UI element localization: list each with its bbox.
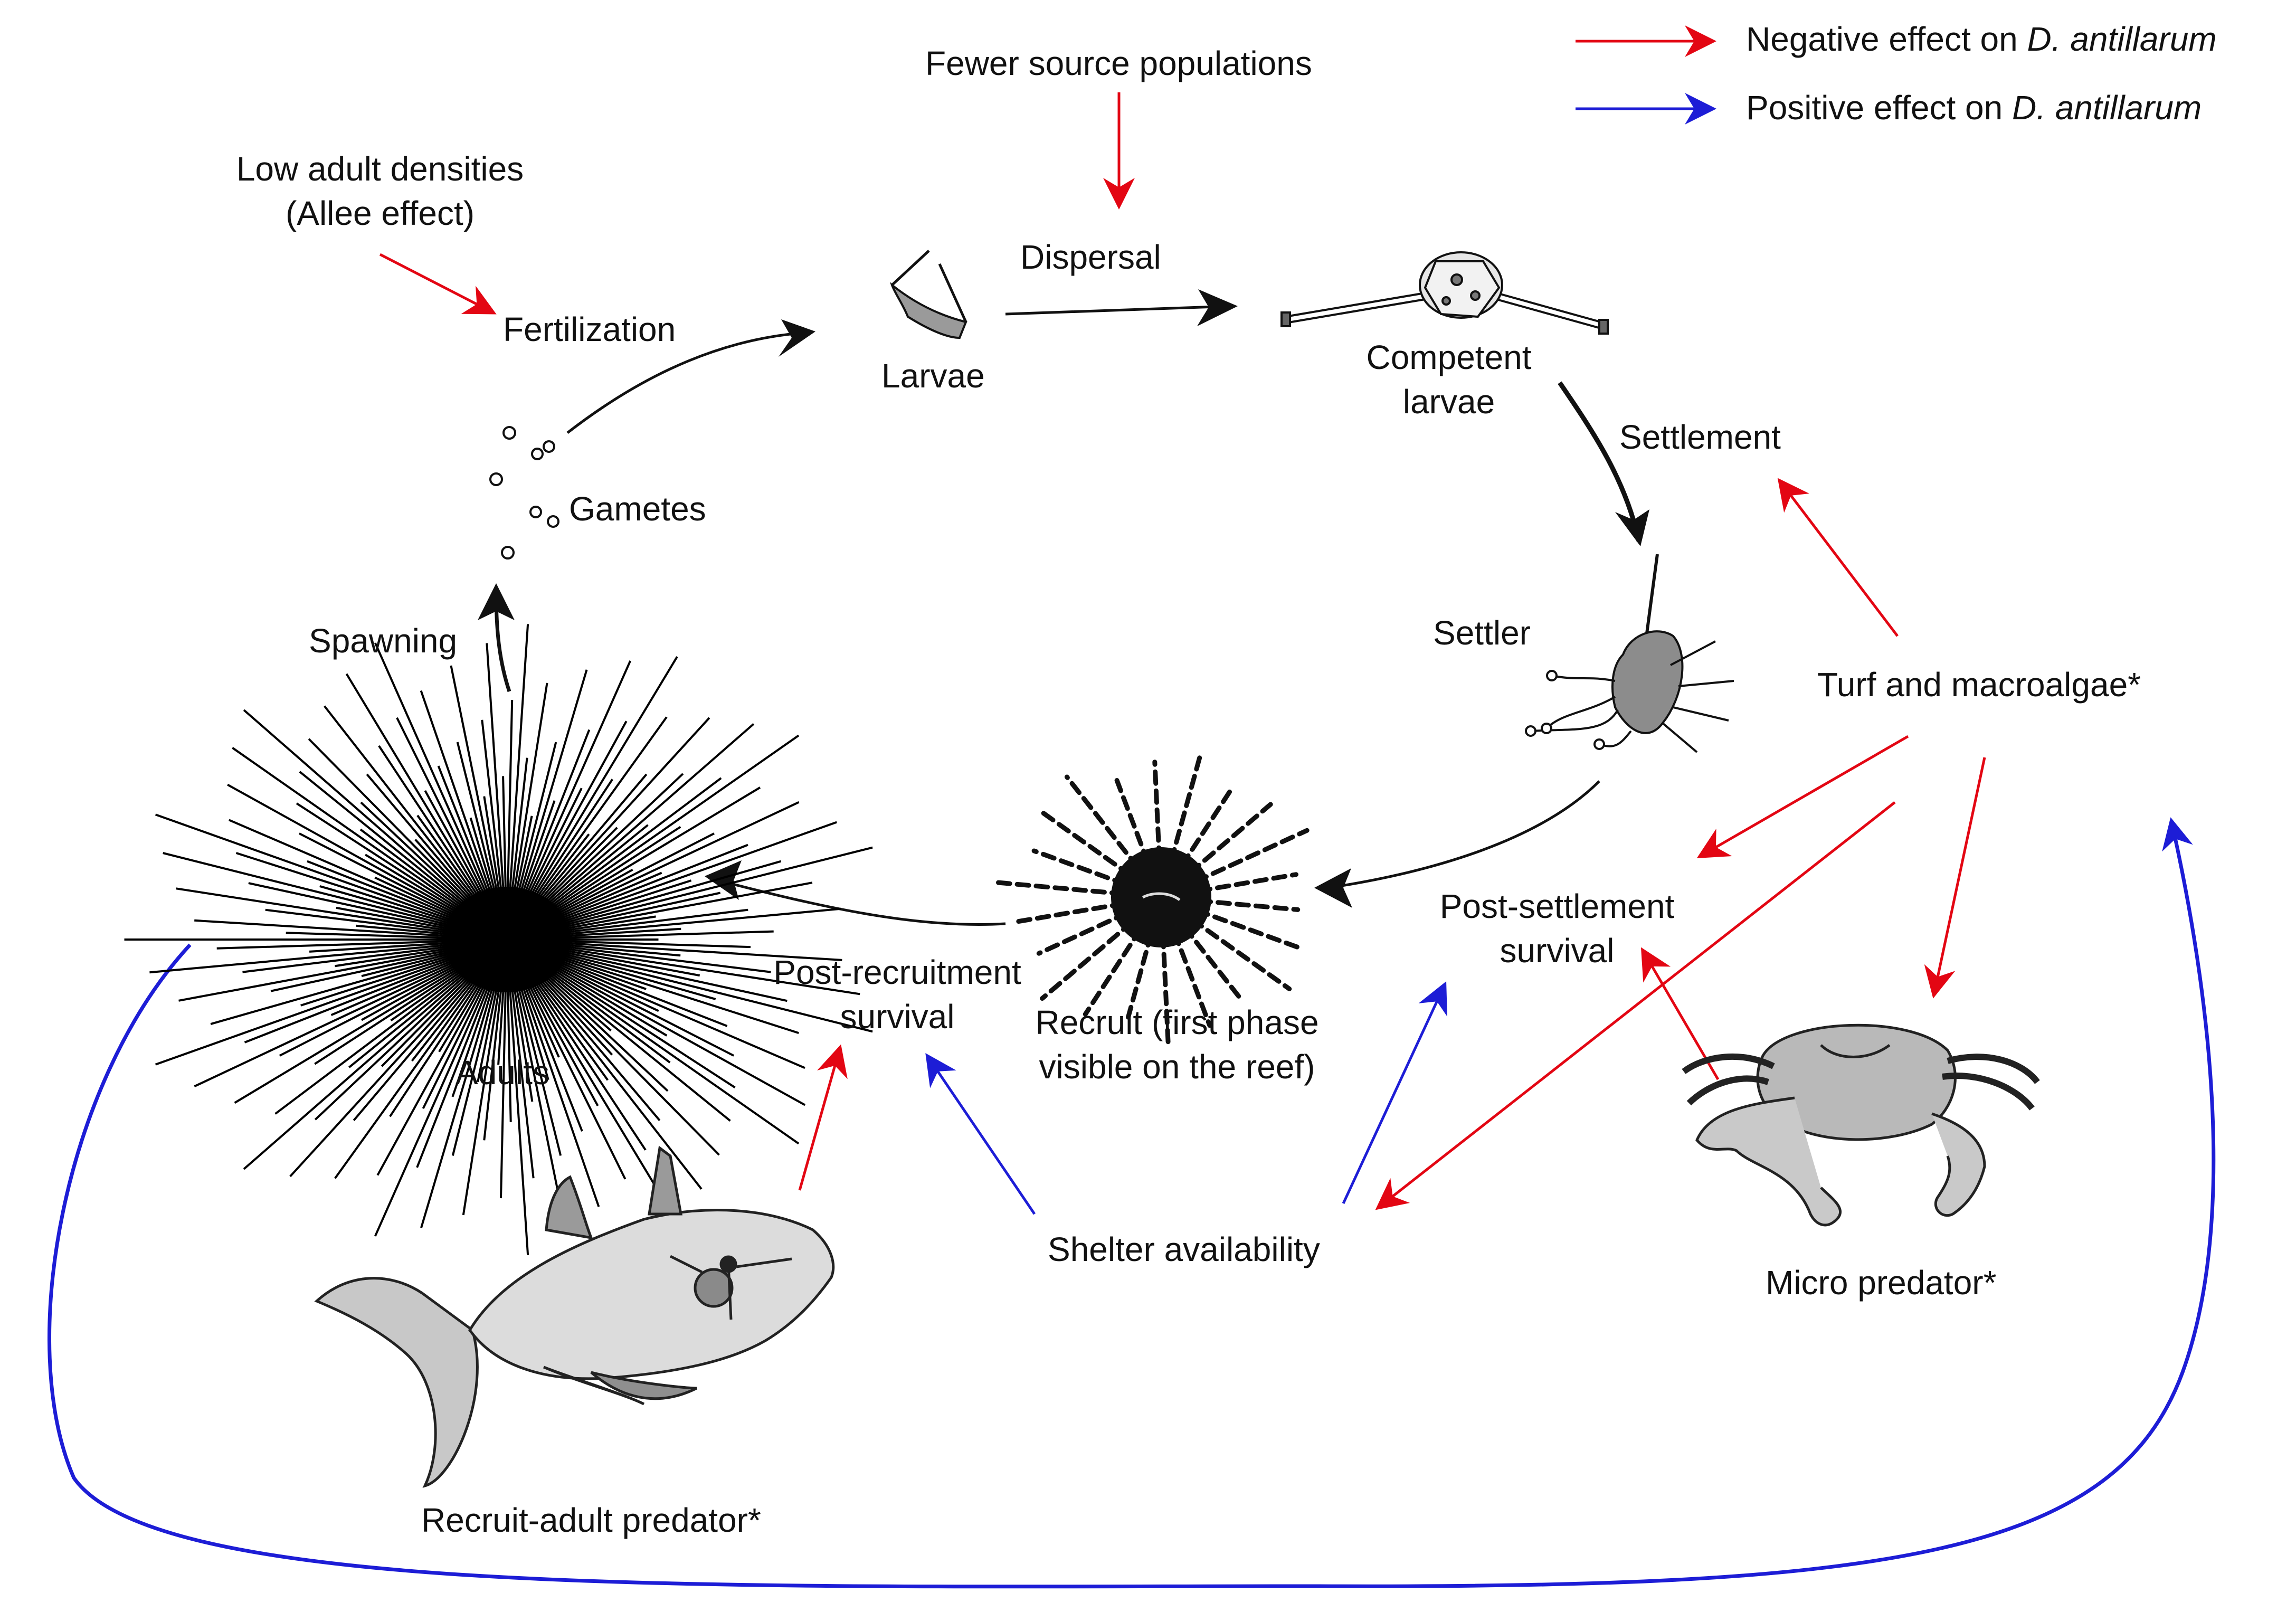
negative-effect-arrows bbox=[379, 92, 1986, 1210]
recruit-to-adult-arrow bbox=[711, 877, 1006, 926]
settler-label: Settler bbox=[1433, 614, 1531, 652]
shelter-to-postsettlement-arrow bbox=[1342, 981, 1448, 1205]
dispersal-arrow bbox=[1005, 304, 1234, 316]
legend-negative-label: Negative effect on bbox=[1746, 20, 2027, 58]
competent-larva-icon bbox=[1280, 251, 1609, 335]
fertilization-label: Fertilization bbox=[503, 310, 676, 348]
post-recruitment-line2: survival bbox=[840, 998, 955, 1036]
competent-larvae-label: Competent larvae bbox=[1343, 335, 1554, 424]
post-settlement-line1: Post-settlement bbox=[1439, 887, 1675, 925]
larva-icon bbox=[889, 250, 967, 339]
crab-icon bbox=[1682, 1023, 2040, 1227]
competent-larvae-line2: larvae bbox=[1402, 383, 1495, 421]
turf-to-shelter-arrow bbox=[1375, 801, 1896, 1210]
dispersal-label: Dispersal bbox=[1020, 238, 1161, 276]
gametes-label: Gametes bbox=[569, 490, 706, 528]
adults-label: Adults bbox=[456, 1054, 549, 1092]
low-adult-densities-line2: (Allee effect) bbox=[285, 194, 475, 232]
turf-macroalgae-label: Turf and macroalgae* bbox=[1817, 666, 2141, 704]
recruit-urchin-icon bbox=[996, 752, 1310, 1047]
settler-to-recruit-arrow bbox=[1334, 780, 1600, 888]
settlement-arrow bbox=[1558, 381, 1642, 542]
positive-effect-arrows bbox=[48, 817, 2216, 1589]
legend-negative-species: D. antillarum bbox=[2027, 20, 2217, 58]
legend-negative: Negative effect on D. antillarum bbox=[1746, 17, 2217, 61]
fewer-source-populations-label: Fewer source populations bbox=[925, 44, 1312, 82]
adult-urchin-icon bbox=[124, 624, 873, 1255]
life-cycle-arrows bbox=[494, 304, 1642, 926]
gamete-bubbles bbox=[489, 426, 559, 560]
settlement-label: Settlement bbox=[1619, 418, 1781, 456]
legend-positive: Positive effect on D. antillarum bbox=[1746, 86, 2202, 130]
recruit-label: Recruit (first phase visible on the reef… bbox=[992, 1000, 1362, 1089]
black-arrowheads bbox=[478, 289, 1649, 908]
post-recruitment-survival-label: Post-recruitment survival bbox=[734, 950, 1061, 1039]
post-settlement-line2: survival bbox=[1500, 932, 1615, 970]
post-recruitment-line1: Post-recruitment bbox=[773, 953, 1021, 991]
low-adult-densities-line1: Low adult densities bbox=[236, 150, 524, 188]
micro-predator-label: Micro predator* bbox=[1766, 1264, 1997, 1302]
shelter-availability-label: Shelter availability bbox=[1048, 1230, 1320, 1268]
allee-to-fertilization-arrow bbox=[379, 253, 497, 315]
recruit-line2: visible on the reef) bbox=[1039, 1048, 1315, 1086]
settler-icon bbox=[1525, 554, 1734, 753]
shelter-to-postrecruitment-arrow bbox=[925, 1053, 1036, 1215]
predator-to-postrecruitment-arrow bbox=[798, 1044, 848, 1191]
turf-to-postsettlement-arrow bbox=[1696, 735, 1909, 858]
fertilization-arrow bbox=[566, 330, 809, 434]
recruit-adult-predator-label: Recruit-adult predator* bbox=[421, 1501, 761, 1539]
turf-to-settlement-arrow bbox=[1777, 478, 1899, 637]
legend-positive-species: D. antillarum bbox=[2012, 89, 2202, 127]
competent-larvae-line1: Competent bbox=[1366, 338, 1532, 376]
post-settlement-survival-label: Post-settlement survival bbox=[1404, 884, 1710, 973]
spawning-label: Spawning bbox=[309, 622, 458, 660]
triggerfish-icon bbox=[314, 1145, 835, 1488]
adults-to-turf-feedback-arrow bbox=[48, 817, 2216, 1589]
recruit-line1: Recruit (first phase bbox=[1035, 1003, 1319, 1041]
turf-to-micropredator-arrow bbox=[1924, 757, 1986, 999]
larvae-label: Larvae bbox=[881, 357, 985, 395]
low-adult-densities-label: Low adult densities (Allee effect) bbox=[222, 147, 538, 235]
legend-positive-label: Positive effect on bbox=[1746, 89, 2012, 127]
